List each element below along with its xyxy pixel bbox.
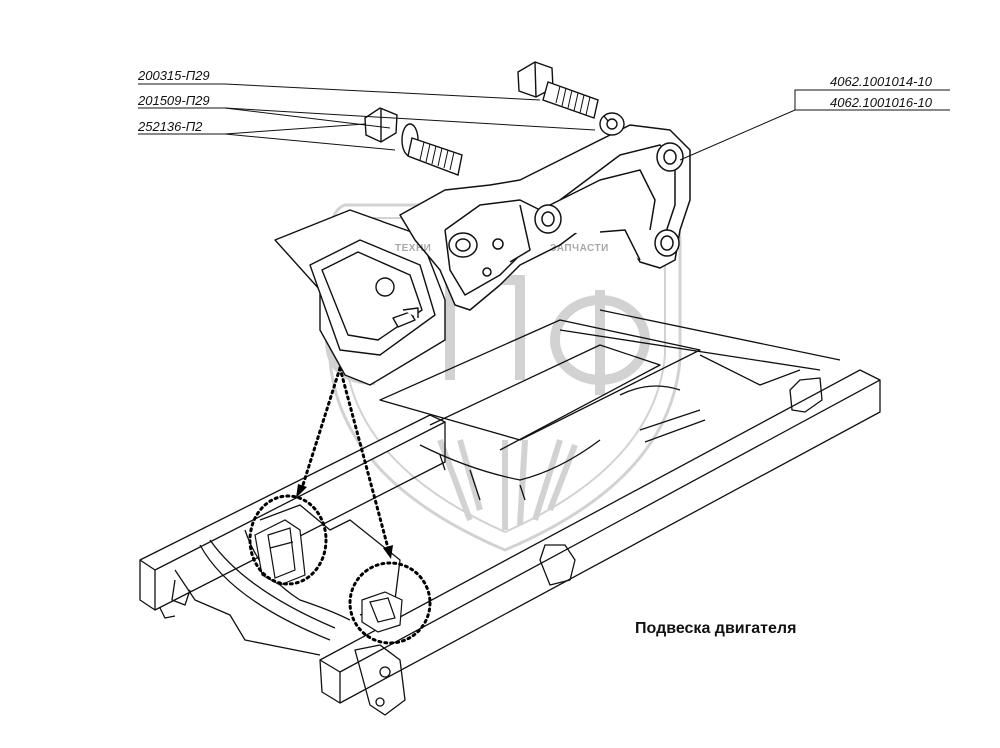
callout-washer: 252136-П2 [138, 119, 203, 134]
bolt-201509 [365, 108, 462, 175]
engine-bracket [400, 125, 690, 310]
callout-bracket-b: 4062.1001016-10 [830, 95, 932, 110]
detail-arrows [302, 368, 388, 548]
callout-bracket-a: 4062.1001014-10 [830, 74, 932, 89]
diagram-caption: Подвеска двигателя [635, 620, 797, 637]
leader-lines [138, 84, 950, 160]
callout-bolt-flange: 201509-П29 [138, 93, 210, 108]
engine-cushion [275, 210, 445, 385]
callout-bolt-large: 200315-П29 [138, 68, 210, 83]
watermark-left-word: ТЕХНИ [395, 243, 432, 254]
detail-circles [250, 496, 430, 643]
frame-mount-pad-right [362, 592, 402, 632]
washer-252136 [600, 113, 624, 135]
arrow-heads [296, 484, 393, 559]
chassis-frame [140, 310, 880, 715]
frame-mount-pad-left [255, 520, 305, 585]
bolt-200315 [518, 62, 598, 118]
watermark-right-word: ЗАПЧАСТИ [550, 243, 609, 254]
